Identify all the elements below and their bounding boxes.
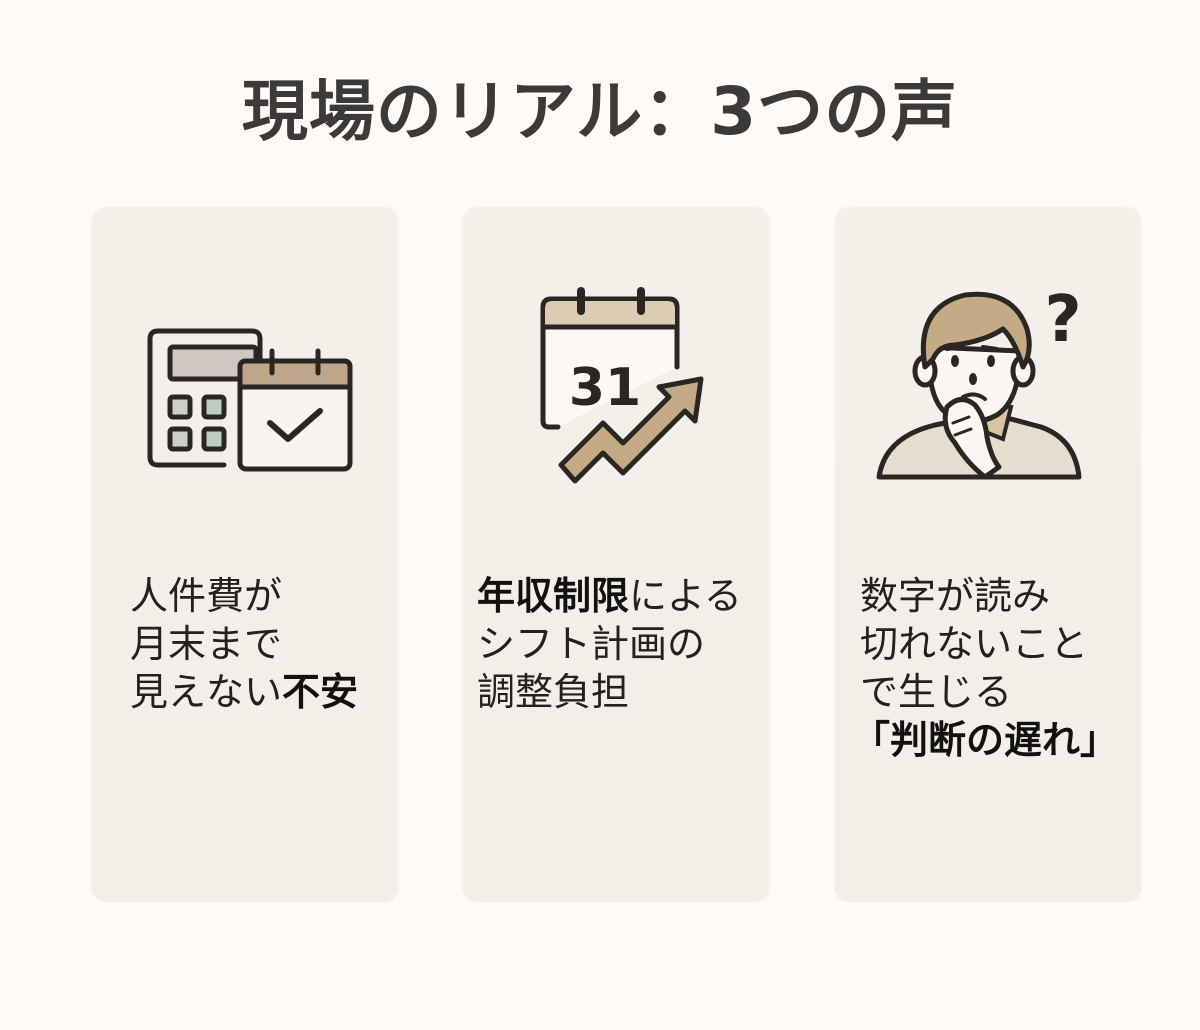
- voice-card-labor-cost: 人件費が 月末まで 見えない不安: [92, 207, 398, 902]
- emphasis-text: 年収制限: [477, 574, 630, 618]
- text-segment: による: [629, 574, 742, 618]
- text-segment: 調整負担: [477, 670, 630, 714]
- page-title: 現場のリアル：3つの声: [241, 73, 959, 150]
- thinking-person-question-icon: ?: [835, 267, 1141, 497]
- voice-text: 人件費が 月末まで 見えない不安: [130, 572, 390, 716]
- calendar-number: 31: [569, 358, 641, 418]
- text-segment: 切れないこと: [860, 622, 1089, 666]
- text-segment: 人件費が: [130, 574, 283, 618]
- emphasis-text: 不安: [282, 670, 359, 714]
- text-segment: 月末まで: [130, 622, 283, 666]
- voice-card-decision-delay: ? 数字が読み 切れないこと で生じる 「判断の遅れ」: [835, 207, 1141, 902]
- text-segment: で生じる: [860, 670, 1013, 714]
- question-mark: ?: [1044, 283, 1081, 357]
- calculator-calendar-check-icon: [92, 267, 398, 497]
- emphasis-text: 「判断の遅れ」: [852, 718, 1119, 762]
- calendar-31-rising-arrow-icon: 31: [463, 267, 769, 497]
- text-segment: 見えない: [130, 670, 283, 714]
- text-segment: 数字が読み: [860, 574, 1051, 618]
- voice-card-income-limit: 31 年収制限による シフト計画の 調整負担: [463, 207, 769, 902]
- text-segment: シフト計画の: [477, 622, 706, 666]
- voice-text: 年収制限による シフト計画の 調整負担: [477, 572, 767, 716]
- voice-text: 数字が読み 切れないこと で生じる 「判断の遅れ」: [852, 572, 1140, 764]
